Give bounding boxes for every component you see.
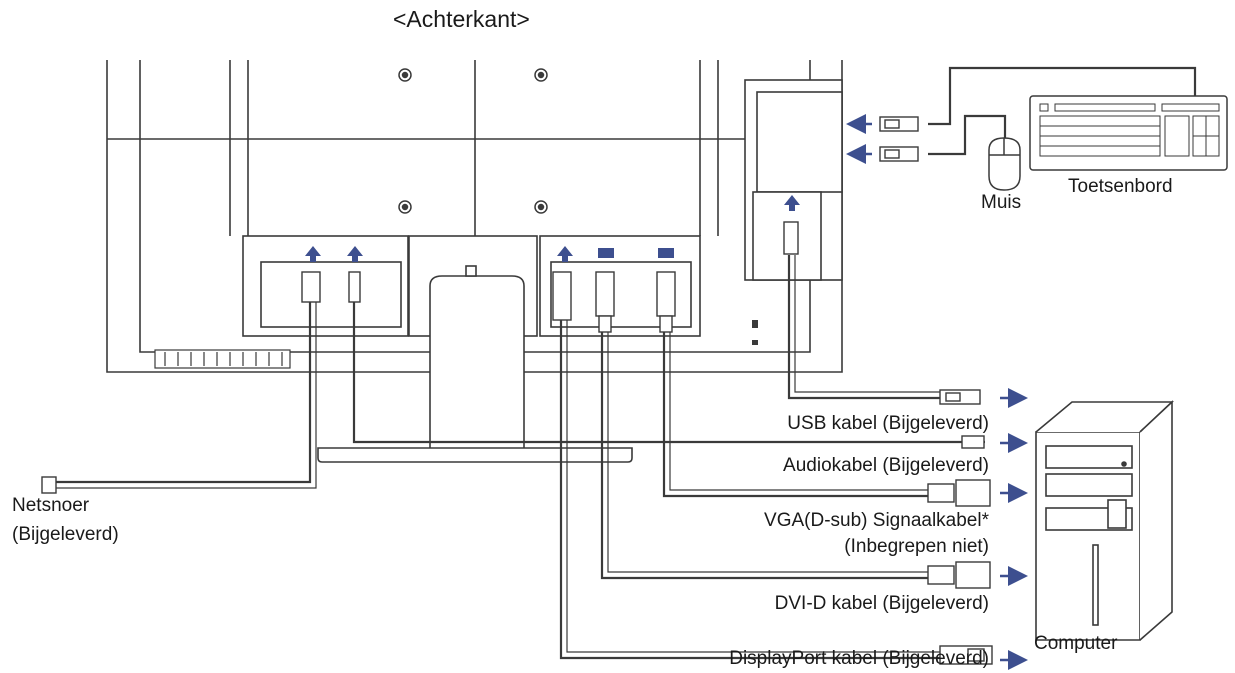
audio-cable (352, 300, 985, 444)
vga-cable-label: VGA(D-sub) Signaalkabel* (764, 510, 989, 531)
usb-downstream-plugs (879, 116, 919, 162)
dvi-cable (600, 330, 928, 580)
vesa-screw-icons (398, 68, 548, 214)
power-cable-label: Netsnoer (12, 495, 90, 516)
displayport-cable (559, 320, 940, 660)
dvi-cable-label: DVI-D kabel (Bijgeleverd) (774, 593, 989, 614)
keyboard-icon (1029, 95, 1228, 171)
usb-cable-label: USB kabel (Bijgeleverd) (787, 413, 989, 434)
keyboard-label: Toetsenbord (1068, 176, 1173, 197)
computer-side-plugs (41, 389, 993, 665)
diagram-title: <Achterkant> (393, 6, 530, 32)
displayport-cable-label: DisplayPort kabel (Bijgeleverd) (729, 648, 989, 669)
power-cable-sublabel: (Bijgeleverd) (12, 524, 119, 545)
audio-cable-label: Audiokabel (Bijgeleverd) (783, 455, 989, 476)
vga-cable (662, 330, 928, 498)
usb-cable (787, 255, 940, 400)
power-cable (55, 300, 312, 484)
port-arrows (305, 195, 800, 262)
monitor-stand (317, 265, 633, 463)
cables (55, 66, 1197, 660)
computer-tower-icon (1035, 400, 1175, 641)
monitor-side-plugs (301, 221, 799, 333)
computer-label: Computer (1034, 633, 1118, 654)
vga-cable-sublabel: (Inbegrepen niet) (844, 536, 989, 557)
direction-arrows (846, 114, 1028, 670)
kensington-lock-icon (752, 320, 758, 345)
mouse-icon (988, 137, 1021, 191)
vent-slots (154, 349, 291, 369)
mouse-label: Muis (981, 192, 1022, 213)
